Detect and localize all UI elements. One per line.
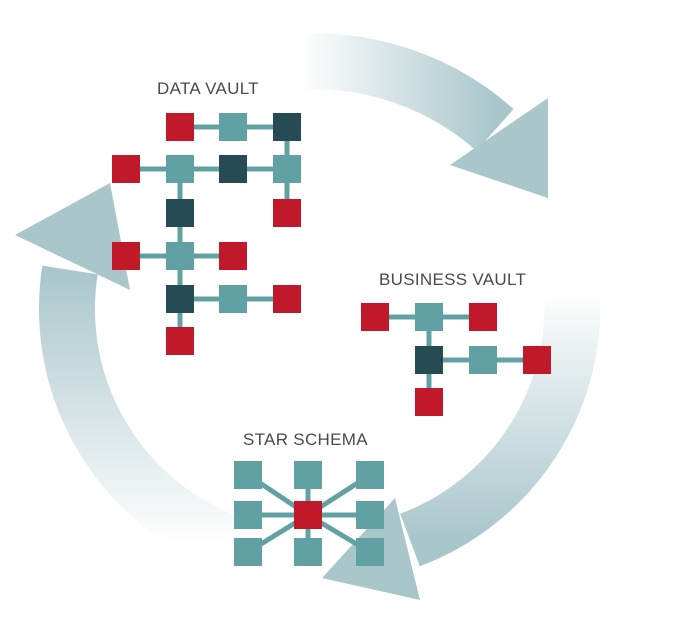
data-vault-link-node	[166, 242, 194, 270]
star-schema-dimension-link-node	[356, 501, 384, 529]
data-vault-satellite-node	[273, 285, 301, 313]
data-vault-hub-node	[219, 155, 247, 183]
star-schema-dimension-link-node	[356, 461, 384, 489]
arrow-right	[399, 288, 601, 567]
cycle-arrows	[15, 33, 601, 600]
data-vault-label: DATA VAULT	[157, 79, 259, 98]
arrow-left	[38, 265, 245, 572]
business-vault-link-node	[415, 303, 443, 331]
arrow-left-head	[15, 183, 130, 290]
arrow-top-head	[450, 98, 548, 198]
data-vault-satellite-node	[166, 327, 194, 355]
data-vault-satellite-node	[273, 199, 301, 227]
data-vault-satellite-node	[112, 155, 140, 183]
star-schema-fact-satellite-node	[294, 501, 322, 529]
data-vault-link-node	[166, 155, 194, 183]
data-vault-satellite-node	[112, 242, 140, 270]
data-vault-link-node	[219, 285, 247, 313]
data-vault-link-node	[219, 113, 247, 141]
business-vault-satellite-node	[361, 303, 389, 331]
business-vault-label: BUSINESS VAULT	[379, 270, 527, 289]
star-schema-dimension-link-node	[234, 538, 262, 566]
data-vault-hub-node	[273, 113, 301, 141]
business-vault-satellite-node	[523, 346, 551, 374]
data-vault-satellite-node	[166, 113, 194, 141]
business-vault-hub-node	[415, 346, 443, 374]
data-vault-satellite-node	[219, 242, 247, 270]
star-schema-dimension-link-node	[234, 501, 262, 529]
star-schema-dimension-link-node	[294, 538, 322, 566]
star-schema-label: STAR SCHEMA	[243, 430, 368, 449]
business-vault-satellite-node	[469, 303, 497, 331]
arrow-top	[298, 33, 514, 152]
data-vault-link-node	[273, 155, 301, 183]
star-schema-dimension-link-node	[294, 461, 322, 489]
business-vault-satellite-node	[415, 388, 443, 416]
data-vault-hub-node	[166, 199, 194, 227]
star-schema-dimension-link-node	[234, 461, 262, 489]
business-vault-link-node	[469, 346, 497, 374]
star-schema-dimension-link-node	[356, 538, 384, 566]
data-vault-hub-node	[166, 285, 194, 313]
